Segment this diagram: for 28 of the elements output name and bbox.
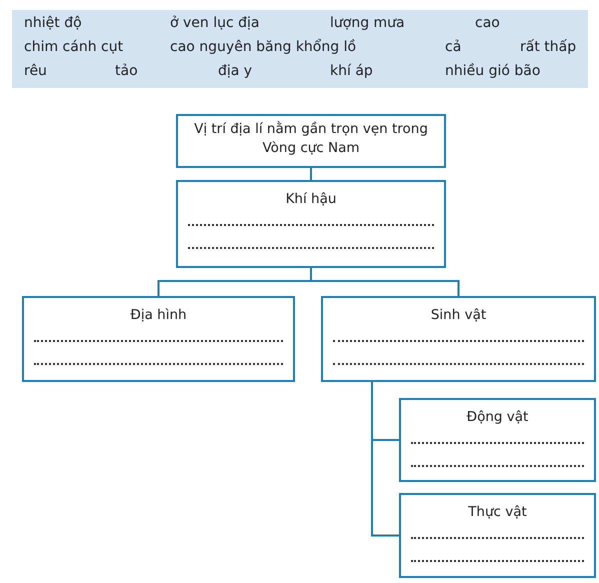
word-bank-word: lượng mưa [330, 14, 405, 32]
word-bank-word: tảo [115, 62, 138, 80]
box-title: Sinh vật [430, 306, 486, 325]
text-box [176, 180, 446, 268]
word-bank-word: chim cánh cụt [24, 38, 124, 56]
word-bank-word: rất thấp [520, 38, 576, 56]
connector-line [310, 168, 312, 180]
box-title: Thực vật [468, 503, 527, 522]
word-bank-word: cao [475, 14, 500, 32]
connector-line [310, 268, 460, 296]
box-title: Khí hậu [286, 190, 336, 209]
word-bank-word: khí áp [330, 62, 373, 80]
word-bank-word: rêu [24, 62, 47, 80]
text-box [399, 398, 596, 482]
box-title: Động vật [466, 408, 528, 427]
text-box [321, 296, 596, 382]
word-bank-word: cả [445, 38, 462, 56]
box-title: Địa hình [130, 306, 187, 325]
box-title: Vị trí địa lí nằm gần trọn vẹn trong Vòng cực Nam [193, 120, 429, 158]
text-box [399, 493, 596, 578]
word-bank-word: nhiệt độ [24, 14, 82, 32]
word-bank-word: địa y [218, 62, 252, 80]
word-bank-word: ở ven lục địa [170, 14, 260, 32]
word-bank-panel [12, 10, 588, 88]
text-box [176, 114, 446, 168]
word-bank-word: nhiều gió bão [445, 62, 540, 80]
text-box [22, 296, 295, 382]
word-bank-word: cao nguyên băng khổng lồ [170, 38, 356, 56]
